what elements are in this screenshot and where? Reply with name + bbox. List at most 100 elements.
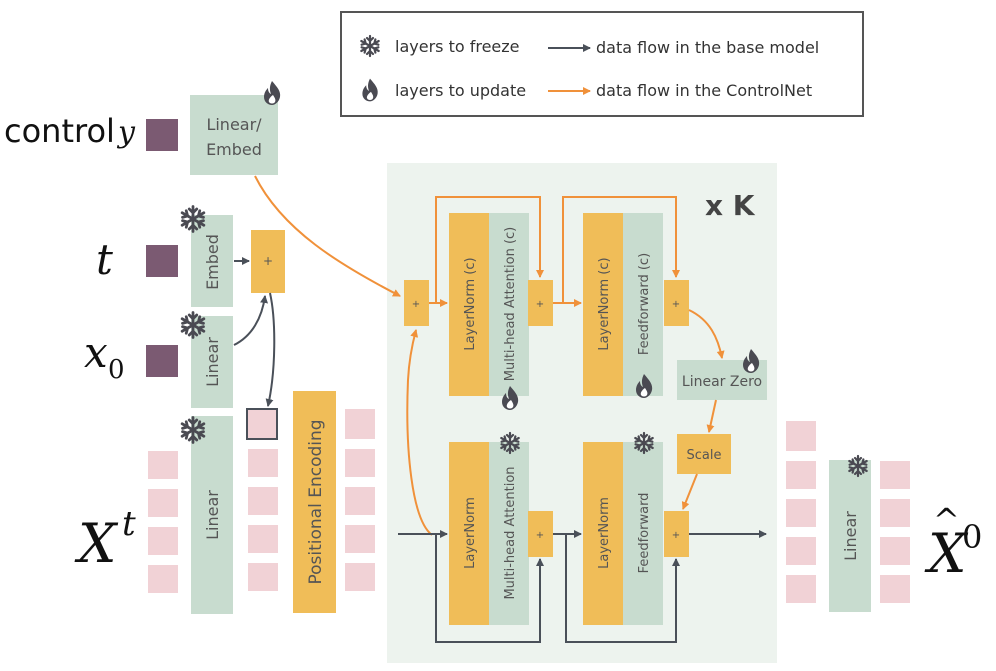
t-input: t [96, 235, 178, 284]
plus-label: + [536, 530, 544, 541]
xt-token-column [148, 451, 178, 593]
token [248, 449, 278, 477]
embed-block [191, 215, 233, 307]
legend-controlnet-flow-label: data flow in the ControlNet [596, 81, 812, 100]
embed-label: Embed [203, 234, 222, 290]
layernorm-c-label: LayerNorm (c) [597, 257, 612, 350]
xt-sup: t [122, 504, 136, 544]
plus-to-token-arrow [265, 292, 276, 407]
layernorm-c-block-2 [583, 213, 623, 396]
legend-box [340, 11, 864, 117]
linear-block [191, 416, 233, 614]
linear-embed-label-1: Linear/ [206, 115, 262, 134]
x0-linear-block: Linear [180, 311, 233, 408]
controlnet-plus-1 [528, 280, 553, 326]
controlnet-input-plus [404, 280, 429, 326]
plus-block [251, 230, 285, 293]
layernorm-label: LayerNorm [597, 497, 612, 569]
flame-icon [264, 81, 281, 105]
plus-label: + [672, 299, 680, 310]
layernorm-block [449, 442, 489, 625]
control-token [146, 119, 178, 151]
plus-label: + [672, 530, 680, 541]
control-linear-embed-block: Linear/ Embed [190, 81, 281, 175]
layernorm-block-2 [583, 442, 623, 625]
ff-label: Feedforward [637, 493, 652, 574]
xt-var: X [74, 512, 119, 575]
legend-base-flow-label: data flow in the base model [596, 38, 819, 57]
xhat-sup: 0 [962, 518, 982, 556]
token [148, 527, 178, 555]
token [786, 537, 816, 565]
mha-c-block [489, 213, 529, 396]
linear-label: Linear [203, 337, 222, 387]
token [248, 563, 278, 591]
control-input: control y [4, 112, 178, 151]
legend-freeze-label: layers to freeze [395, 37, 520, 56]
token [148, 565, 178, 593]
t-token [146, 245, 178, 277]
token [248, 487, 278, 515]
legend: layers to freeze layers to update data f… [340, 11, 864, 117]
token [880, 461, 910, 489]
x0-sub: 0 [108, 355, 125, 385]
control-var: y [116, 115, 136, 150]
pe-token-column [345, 409, 375, 591]
layernorm-c-block [449, 213, 489, 396]
token [786, 499, 816, 527]
mha-block [489, 442, 529, 625]
output-token-column [880, 461, 910, 603]
scale-block [677, 434, 731, 474]
ff-block [623, 442, 663, 625]
positional-encoding-block [293, 391, 336, 613]
repeat-label: x K [705, 189, 756, 222]
linear-embed-label-2: Embed [206, 140, 262, 159]
t-embed-block: Embed [180, 205, 233, 307]
token [345, 409, 375, 439]
control-word: control [4, 112, 115, 150]
token [345, 563, 375, 591]
token [148, 489, 178, 517]
token [345, 449, 375, 477]
x0-var: x [84, 328, 108, 377]
plus-label: + [412, 299, 420, 310]
output-linear-block [829, 460, 871, 612]
base-plus-1 [528, 511, 553, 557]
output-linear-label: Linear [841, 511, 860, 561]
controlnet-plus-2 [664, 280, 689, 326]
token [248, 525, 278, 553]
linear-to-plus-arrow [233, 295, 269, 346]
positional-encoding-label: Positional Encoding [306, 419, 326, 584]
transformer-panel [387, 163, 777, 663]
pre-output-token-column [786, 421, 816, 603]
controlnet-flows [406, 196, 725, 536]
output-label: X ^ 0 [924, 501, 982, 585]
control-to-plus-arrow [254, 175, 401, 297]
linear-zero-label: Linear Zero [682, 374, 762, 390]
embedded-token-column [248, 449, 278, 591]
token [786, 575, 816, 603]
plus-label: + [263, 254, 273, 268]
legend-update-label: layers to update [395, 81, 526, 100]
x0-input: x 0 [84, 328, 178, 385]
token [148, 451, 178, 479]
plus-label: + [536, 299, 544, 310]
mha-label: Multi-head Attention [503, 466, 518, 599]
layernorm-label: LayerNorm [463, 497, 478, 569]
xhat-var: X [924, 522, 969, 585]
token [345, 487, 375, 515]
xt-linear-block: Linear [180, 416, 233, 614]
xhat-hat: ^ [933, 501, 960, 539]
ff-c-block [623, 213, 663, 396]
time-token [246, 408, 278, 440]
token [786, 421, 816, 451]
token [786, 461, 816, 489]
token [345, 525, 375, 553]
scale-label: Scale [687, 448, 722, 463]
token [880, 537, 910, 565]
layernorm-c-label: LayerNorm (c) [463, 257, 478, 350]
mha-c-label: Multi-head Attention (c) [503, 227, 518, 381]
base-flows [398, 530, 767, 643]
xt-input: X t [74, 504, 136, 575]
